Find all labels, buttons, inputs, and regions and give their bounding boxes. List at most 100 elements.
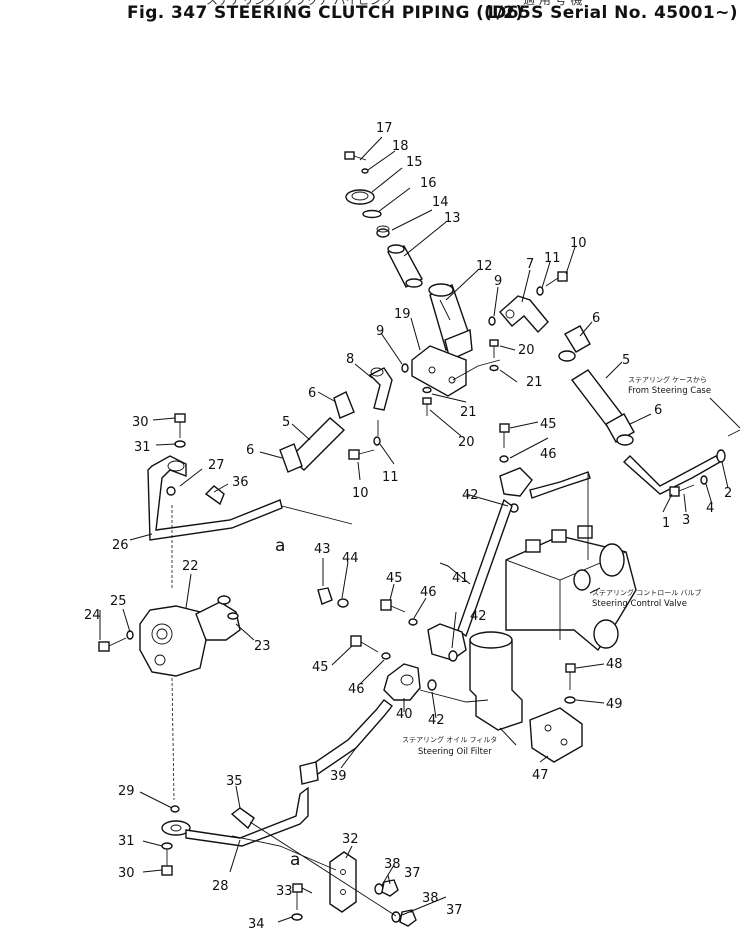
part-callouts: 1 2 3 4 5 5 6 6 6 6 7 8 9 9 10 10 11 11 … xyxy=(84,121,732,932)
clamp-6c xyxy=(564,325,591,353)
callout-44: 44 xyxy=(342,551,359,566)
washer-11b xyxy=(536,286,544,296)
callout-8: 8 xyxy=(346,352,354,367)
callout-21b: 21 xyxy=(460,405,477,420)
callout-6b: 6 xyxy=(246,443,254,458)
callout-31b: 31 xyxy=(118,834,135,849)
tube-41 xyxy=(457,471,591,638)
tube-26 xyxy=(147,455,283,541)
callout-37a: 37 xyxy=(404,866,421,881)
washer-4 xyxy=(700,475,708,485)
washer-11a xyxy=(373,436,381,446)
figure-title: Fig. 347 STEERING CLUTCH PIPING (1/2) xyxy=(127,3,524,23)
callout-46a: 46 xyxy=(540,447,557,462)
callout-22: 22 xyxy=(182,559,199,574)
annotation-from-steering-case-jp: ステアリング ケースから xyxy=(628,375,707,384)
callout-9a: 9 xyxy=(376,324,384,339)
callout-41: 41 xyxy=(452,571,469,586)
nut-37a xyxy=(381,879,399,897)
centerline-pump xyxy=(171,677,175,801)
clamp-6b xyxy=(279,443,303,473)
figure-title-japanese: ステアリング クラッチ パイピング xyxy=(206,0,394,7)
plug-43 xyxy=(317,587,333,605)
ref-letter-a-lower: a xyxy=(290,850,300,870)
callout-7: 7 xyxy=(526,257,534,272)
o-ring-44 xyxy=(337,598,349,608)
bolt-20b xyxy=(422,397,432,416)
callout-18: 18 xyxy=(392,139,409,154)
bolt-3 xyxy=(669,484,695,497)
o-ring-29 xyxy=(170,805,180,813)
callout-42a: 42 xyxy=(462,488,479,503)
callout-40: 40 xyxy=(396,707,413,722)
case-12 xyxy=(428,283,473,361)
elbow-8 xyxy=(368,367,393,411)
bolt-48 xyxy=(565,663,576,690)
clamp-36 xyxy=(204,485,225,506)
elbow-7 xyxy=(499,295,549,334)
clamp-35 xyxy=(230,807,255,830)
bolt-45b xyxy=(380,599,406,613)
washer-34 xyxy=(291,913,303,921)
flange-41-top xyxy=(499,467,533,497)
pump-22 xyxy=(139,601,241,677)
callout-31a: 31 xyxy=(134,440,151,455)
gasket-23 xyxy=(217,595,239,620)
washer-21a xyxy=(489,364,499,372)
bolt-24 xyxy=(98,637,127,652)
flange-41-bottom xyxy=(427,623,467,661)
callout-33: 33 xyxy=(276,884,293,899)
strainer-13 xyxy=(387,244,423,288)
annotation-oil-filter: Steering Oil Filter xyxy=(418,747,492,757)
callout-11a: 11 xyxy=(544,251,561,266)
clamp-6d xyxy=(605,413,635,446)
bolt-10a xyxy=(348,449,375,460)
callout-6d: 6 xyxy=(654,403,662,418)
callout-14: 14 xyxy=(432,195,449,210)
annotation-from-steering-case: From Steering Case xyxy=(628,386,711,396)
bolt-33 xyxy=(292,883,303,910)
callout-34: 34 xyxy=(248,917,265,932)
o-ring-2 xyxy=(716,449,726,463)
callout-24: 24 xyxy=(84,608,101,623)
bolt-30b xyxy=(161,850,173,876)
callout-5a: 5 xyxy=(282,415,290,430)
callout-16: 16 xyxy=(420,176,437,191)
bolt-20a xyxy=(489,339,499,358)
steering-oil-filter xyxy=(469,631,523,731)
washer-25 xyxy=(126,630,134,640)
spring-14 xyxy=(376,225,390,238)
callout-30a: 30 xyxy=(132,415,149,430)
clamp-6a xyxy=(333,391,355,419)
callout-42c: 42 xyxy=(428,713,445,728)
washer-46c xyxy=(381,652,391,660)
callout-20b: 20 xyxy=(458,435,475,450)
bracket-19 xyxy=(411,345,467,397)
callout-19: 19 xyxy=(394,307,411,322)
washer-21b xyxy=(422,386,432,394)
washer-31a xyxy=(174,440,186,448)
callout-45a: 45 xyxy=(540,417,557,432)
bolt-10b xyxy=(545,271,568,287)
elbow-40 xyxy=(383,663,421,701)
callout-25: 25 xyxy=(110,594,127,609)
steering-control-valve xyxy=(505,525,637,652)
callout-4: 4 xyxy=(706,501,714,516)
callout-3: 3 xyxy=(682,513,690,528)
callout-28: 28 xyxy=(212,879,229,894)
callout-32: 32 xyxy=(342,832,359,847)
washer-49 xyxy=(564,696,576,704)
callout-38b: 38 xyxy=(422,891,439,906)
callout-37b: 37 xyxy=(446,903,463,918)
callout-30b: 30 xyxy=(118,866,135,881)
callout-46b: 46 xyxy=(420,585,437,600)
washer-38b xyxy=(391,911,401,923)
callout-29: 29 xyxy=(118,784,135,799)
callout-6c: 6 xyxy=(592,311,600,326)
o-ring-42b xyxy=(448,650,458,662)
callout-2: 2 xyxy=(724,486,732,501)
callout-1: 1 xyxy=(662,516,670,531)
connection-lines xyxy=(231,299,741,917)
